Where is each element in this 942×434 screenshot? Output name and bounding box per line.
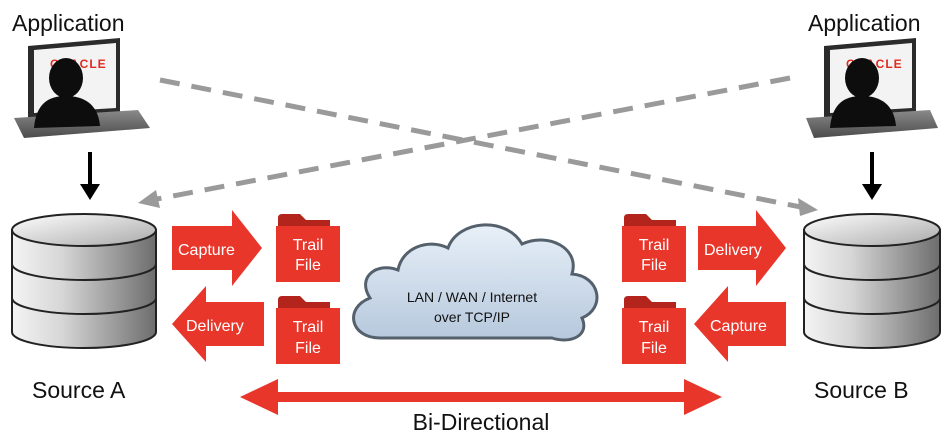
right-trail-top-line1: Trail bbox=[639, 237, 670, 254]
left-trail-top-line2: File bbox=[295, 257, 321, 274]
left-trail-file-bottom: Trail File bbox=[276, 296, 340, 364]
left-trail-bottom-line1: Trail bbox=[293, 319, 324, 336]
left-trail-top-line1: Trail bbox=[293, 237, 324, 254]
dashed-arrow-left-to-right bbox=[159, 77, 818, 216]
dashed-arrow-right-to-left bbox=[138, 75, 791, 208]
right-trail-file-bottom: Trail File bbox=[622, 296, 686, 364]
left-capture-arrow: Capture bbox=[172, 210, 262, 286]
left-delivery-label: Delivery bbox=[186, 318, 244, 335]
left-app-to-db-arrow bbox=[80, 152, 100, 200]
left-delivery-arrow: Delivery bbox=[172, 286, 264, 362]
network-line2: over TCP/IP bbox=[434, 309, 510, 325]
right-capture-arrow: Capture bbox=[694, 286, 786, 362]
right-delivery-label: Delivery bbox=[704, 242, 762, 259]
left-application-icon: ORACLE bbox=[14, 38, 150, 138]
right-source-label: Source B bbox=[814, 377, 909, 403]
left-capture-label: Capture bbox=[178, 242, 235, 259]
bidirectional-arrow bbox=[240, 379, 722, 415]
bidirectional-label: Bi-Directional bbox=[413, 409, 550, 434]
left-database-icon bbox=[11, 213, 157, 349]
right-application-icon: ORACLE bbox=[806, 38, 938, 138]
right-trail-top-line2: File bbox=[641, 257, 667, 274]
left-trail-bottom-line2: File bbox=[295, 340, 321, 357]
right-app-to-db-arrow bbox=[862, 152, 882, 200]
right-delivery-arrow: Delivery bbox=[698, 210, 786, 286]
right-trail-bottom-line2: File bbox=[641, 340, 667, 357]
right-capture-label: Capture bbox=[710, 318, 767, 335]
network-cloud: LAN / WAN / Internet over TCP/IP bbox=[352, 223, 599, 342]
right-application-label: Application bbox=[808, 10, 921, 36]
right-trail-file-top: Trail File bbox=[622, 214, 686, 282]
network-line1: LAN / WAN / Internet bbox=[407, 289, 537, 305]
left-trail-file-top: Trail File bbox=[276, 214, 340, 282]
right-database-icon bbox=[803, 213, 941, 349]
right-trail-bottom-line1: Trail bbox=[639, 319, 670, 336]
left-application-label: Application bbox=[12, 10, 125, 36]
left-source-label: Source A bbox=[32, 377, 126, 403]
